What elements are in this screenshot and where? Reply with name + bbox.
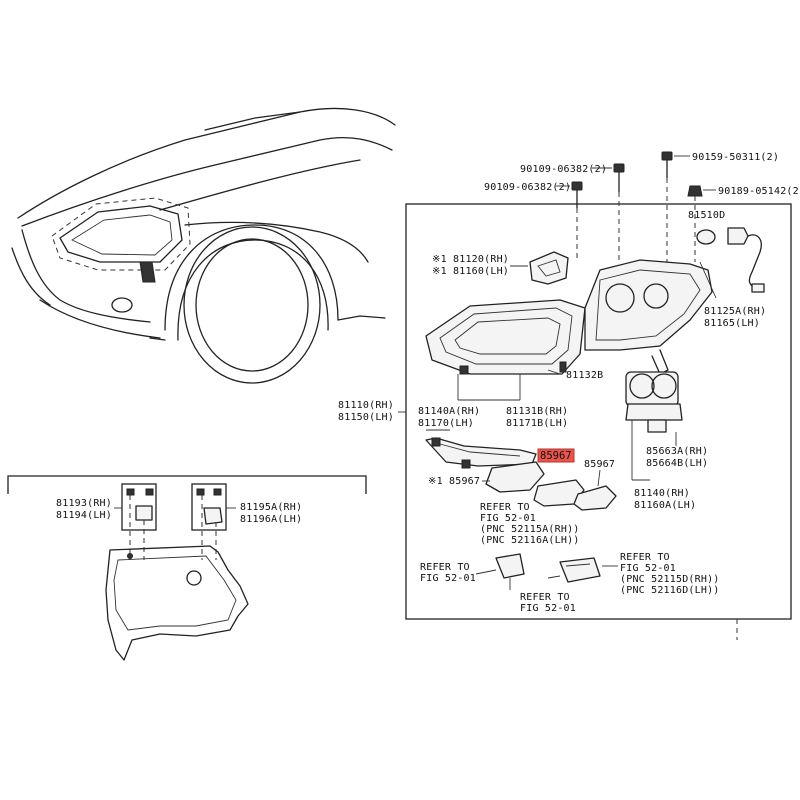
- label-81120: ※1 81120(RH): [432, 254, 509, 265]
- label-85967-right: 85967: [584, 459, 615, 470]
- headlamp-housing-81110: [425, 259, 717, 401]
- part-labels: 90109-06382(2) 90159-50311(2) 90109-0638…: [56, 152, 800, 614]
- label-81140: 81140(RH): [634, 488, 690, 499]
- label-refer-3-pnc-lh: (PNC 52116D(LH)): [620, 585, 720, 596]
- bracket-81195a: [196, 488, 223, 560]
- label-85967-left: ※1 85967: [428, 476, 480, 487]
- label-81170: 81170(LH): [418, 418, 474, 429]
- label-81160: ※1 81160(LH): [432, 266, 509, 277]
- label-refer-1-fig: FIG 52-01: [480, 513, 536, 524]
- projector-85663a: [625, 371, 683, 481]
- label-81131b: 81131B(RH): [506, 406, 568, 417]
- label-refer-3-pnc-rh: (PNC 52115D(RH)): [620, 574, 720, 585]
- module-85967-left: [482, 461, 545, 493]
- bulb-socket-81510d: [696, 227, 765, 293]
- label-81150: 81150(LH): [338, 412, 394, 423]
- bolt-90109-mid: [556, 181, 583, 262]
- label-85967-highlighted: 85967: [540, 450, 572, 462]
- label-refer-2-fig: FIG 52-01: [420, 573, 476, 584]
- label-refer-1-pnc-lh: (PNC 52116A(LH)): [480, 535, 580, 546]
- clip-90189: [687, 185, 716, 262]
- label-81132b: 81132B: [566, 370, 603, 381]
- label-81195a: 81195A(RH): [240, 502, 302, 513]
- car-front-illustration: [11, 107, 396, 384]
- bolt-90109-top: [592, 163, 625, 262]
- sub-assembly-frame: [7, 475, 367, 531]
- label-bolt-mid-right: 90189-05142(2): [718, 186, 800, 197]
- label-85663a: 85663A(RH): [646, 446, 708, 457]
- label-81171b: 81171B(LH): [506, 418, 568, 429]
- label-81165: 81165(LH): [704, 318, 760, 329]
- bolt-90159-top: [661, 151, 690, 262]
- label-81125a: 81125A(RH): [704, 306, 766, 317]
- label-81194: 81194(LH): [56, 510, 112, 521]
- trim-81140a: [425, 429, 537, 469]
- label-refer-2: REFER TO: [420, 562, 470, 573]
- label-bolt-mid-left: 90109-06382(2): [484, 182, 571, 193]
- label-refer-1-pnc-rh: (PNC 52115A(RH)): [480, 524, 580, 535]
- label-refer-1: REFER TO: [480, 502, 530, 513]
- label-81110: 81110(RH): [338, 400, 394, 411]
- label-81510d: 81510D: [688, 210, 725, 221]
- label-81140a: 81140A(RH): [418, 406, 480, 417]
- cover-81120: [510, 251, 569, 285]
- label-refer-4-fig: FIG 52-01: [520, 603, 576, 614]
- module-85967-right: [573, 469, 617, 511]
- highlight-85967: [537, 448, 575, 463]
- bracket-52115a: [475, 553, 525, 590]
- label-81196a: 81196A(LH): [240, 514, 302, 525]
- label-refer-3-fig: FIG 52-01: [620, 563, 676, 574]
- label-refer-4: REFER TO: [520, 592, 570, 603]
- label-refer-3: REFER TO: [620, 552, 670, 563]
- headlamp-housing-outline: [105, 545, 249, 661]
- label-81193: 81193(RH): [56, 498, 112, 509]
- main-assembly-frame: [398, 203, 792, 640]
- label-bolt-top-left: 90109-06382(2): [520, 164, 607, 175]
- label-bolt-top-right: 90159-50311(2): [692, 152, 779, 163]
- bracket-52115d: [547, 557, 618, 583]
- label-81160a: 81160A(LH): [634, 500, 696, 511]
- label-85664b: 85664B(LH): [646, 458, 708, 469]
